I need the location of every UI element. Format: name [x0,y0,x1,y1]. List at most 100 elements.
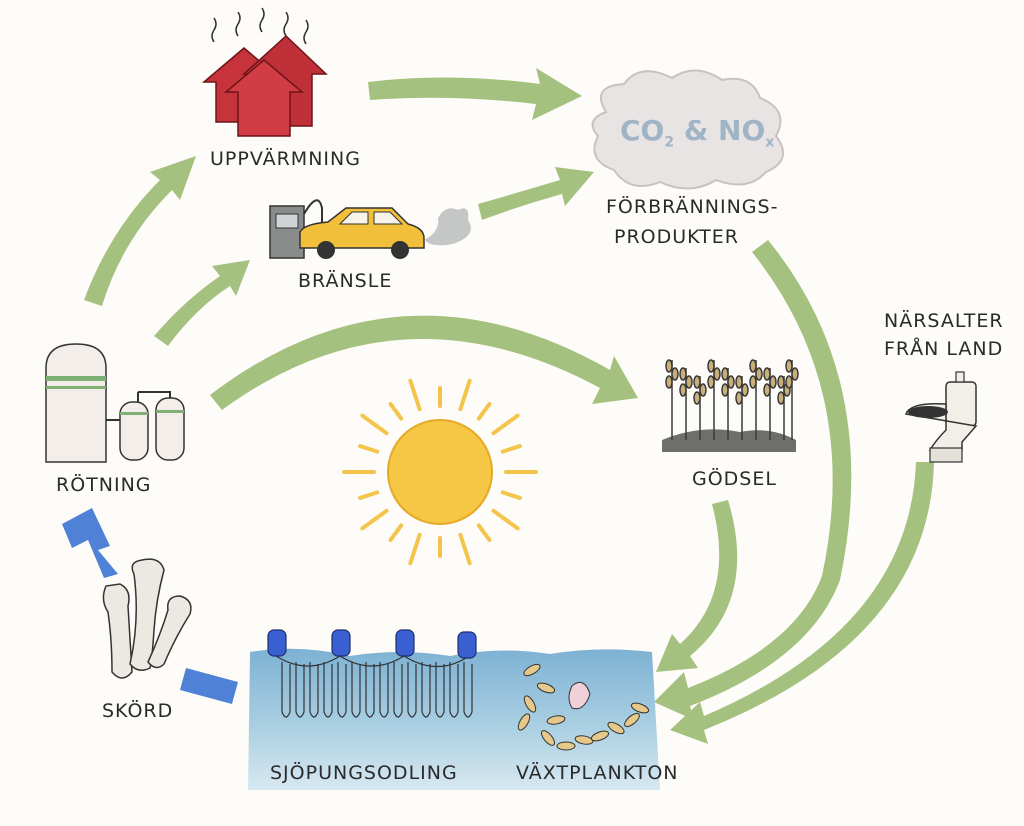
plankton-cell [523,663,541,677]
co-text: CO [620,114,665,147]
sun-ray [476,523,492,542]
tunicate-culture-line [407,662,417,718]
tunicate-culture-line [379,662,389,718]
cloud-icon [591,69,785,190]
zooplankton [568,681,591,710]
arrow-digestion-to-manure [210,315,638,410]
plankton-cell [523,695,537,713]
label-vaxtplankton: VÄXTPLANKTON [516,762,679,784]
sun-ray [358,444,380,454]
wheat-grain [735,391,743,405]
tunicate-harvest-icon [102,558,192,679]
plankton-cell [607,721,625,735]
wheat-grain [685,375,693,389]
sun-icon [342,378,538,566]
label-sjopungsodling: SJÖPUNGSODLING [270,762,458,784]
wheat-grain [735,375,743,389]
sun-ray [408,378,422,412]
arrow-heating-to-combustion [368,68,582,120]
arrow-harvest-to-digestion [62,508,118,578]
plankton-icon [517,663,650,751]
wheat-grain [785,359,793,373]
wheat-grain [693,375,701,389]
sun-ray [360,508,389,531]
wheat-grain [679,383,687,397]
sun-ray [408,532,422,566]
water-icon [248,648,660,790]
wheat-grain [749,359,757,373]
fuel-pump-icon [269,199,323,259]
plankton-cell [630,702,650,714]
tunicate-culture-line [365,662,375,718]
wheat-field-icon [662,359,799,452]
wheat-grain [721,367,729,381]
wheat-grain [707,375,715,389]
arrow-manure-to-plankton [656,500,738,672]
label-skord: SKÖRD [102,700,174,722]
wheat-grain [699,383,707,397]
ampersand-text: & [674,114,719,147]
toilet-icon [905,371,978,463]
sun-ray [360,413,389,436]
cloud-formula: CO2 & NOx [620,114,774,151]
plankton-cell [540,730,556,746]
wheat-grain [763,383,771,397]
sun-ray [491,508,520,531]
wheat-grain [727,375,735,389]
tunicate-culture-line [281,662,291,718]
tunicate-culture-line [323,662,333,718]
label-narsalter-2: FRÅN LAND [884,338,1004,360]
arrow-land-nutrients-to-plankton [670,462,934,744]
arrow-digestion-to-fuel [154,260,250,346]
wheat-grain [791,367,799,381]
label-narsalter-1: NÄRSALTER [884,310,1004,332]
tunicate-culture-line [449,662,459,718]
tunicate-culture-line [421,662,431,718]
plankton-cell [556,741,576,751]
wheat-grain [763,367,771,381]
sun-ray [458,378,472,412]
sun-ray [476,402,492,421]
label-forbranning-1: FÖRBRÄNNINGS- [606,196,779,218]
wheat-grain [777,375,785,389]
wheat-grain [665,359,673,373]
co-subscript: 2 [664,134,675,151]
plankton-cell [536,682,556,694]
tunicate-culture-line [295,662,305,718]
wheat-grain [785,375,793,389]
arrow-fuel-to-combustion [478,167,594,220]
sun-ray [388,523,404,542]
digester-icon [45,343,185,463]
label-forbranning-2: PRODUKTER [614,226,739,248]
wheat-grain [671,367,679,381]
sun-ray [458,532,472,566]
wheat-grain [721,383,729,397]
wheat-grain [707,359,715,373]
wheat-grain [777,391,785,405]
arrow-digestion-to-heating [84,156,196,306]
label-uppvarmning: UPPVÄRMNING [210,148,361,170]
tunicate-culture-line [463,662,473,718]
wheat-grain [679,367,687,381]
wheat-grain [749,375,757,389]
plankton-cell [590,730,610,742]
wheat-grain [755,367,763,381]
plankton-cell [624,712,640,728]
sun-ray [388,402,404,421]
no-subscript: x [765,134,775,151]
tunicate-culture-line [393,662,403,718]
car-icon [299,207,471,259]
wheat-grain [741,383,749,397]
houses-icon [201,7,328,137]
no-text: NO [718,114,766,147]
sun-ray [358,490,380,500]
plankton-cell [574,735,594,745]
wheat-grain [693,391,701,405]
tunicate-culture-line [337,662,347,718]
plankton-cell [517,713,531,731]
tunicate-culture-line [351,662,361,718]
arrow-farming-to-harvest [180,668,238,704]
sun-ray [500,490,522,500]
tunicate-culture-line [309,662,319,718]
